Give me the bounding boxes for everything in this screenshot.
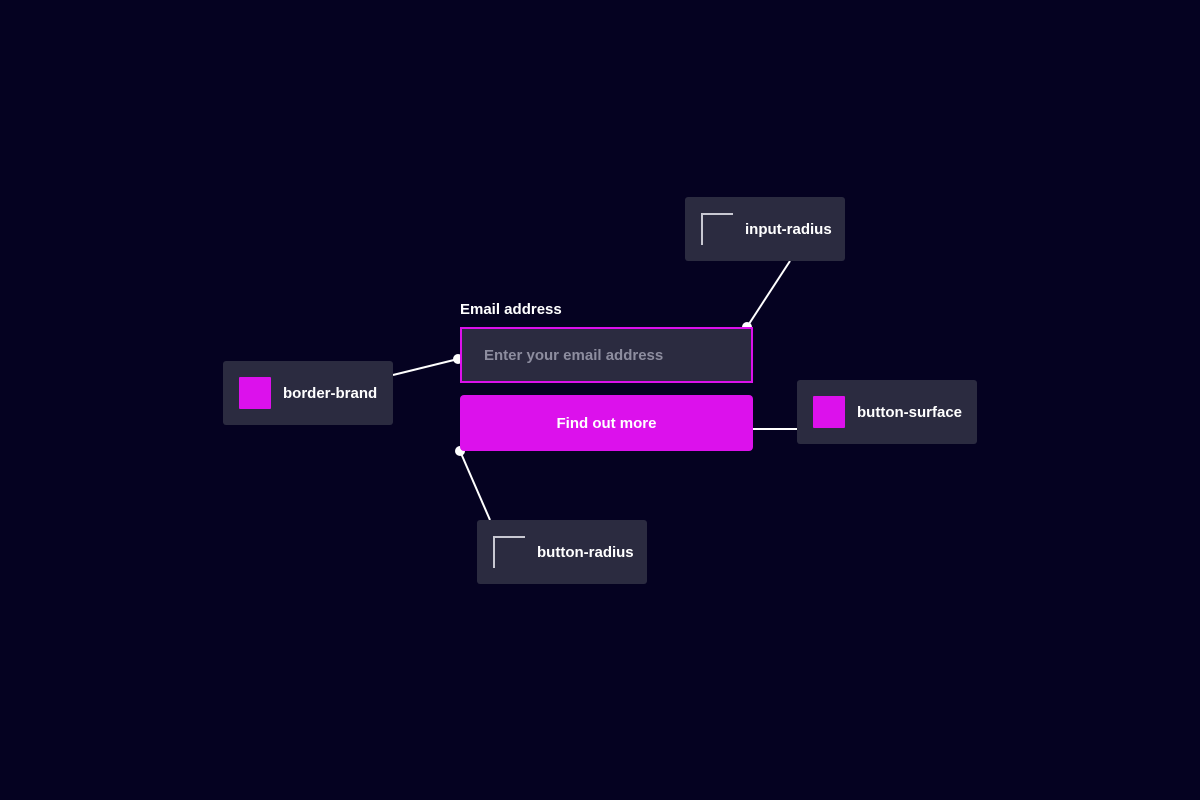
token-card-button-surface: button-surface: [797, 380, 977, 444]
token-card-input-radius: input-radius: [685, 197, 845, 261]
color-swatch-icon: [813, 396, 845, 428]
connector-button-radius: [459, 450, 491, 521]
color-swatch-icon: [239, 377, 271, 409]
token-name: button-radius: [537, 543, 634, 561]
corner-radius-icon: [493, 536, 525, 568]
token-name: border-brand: [283, 384, 378, 402]
token-name: button-surface: [857, 403, 962, 421]
corner-radius-icon: [701, 213, 733, 245]
email-field-label: Email address: [460, 301, 562, 318]
connector-border-brand: [392, 358, 459, 376]
token-card-button-radius: button-radius: [477, 520, 647, 584]
connector-input-radius: [746, 260, 791, 328]
token-card-border-brand: border-brand: [223, 361, 393, 425]
find-out-more-button[interactable]: Find out more: [460, 395, 753, 451]
email-field[interactable]: [460, 327, 753, 383]
token-name: input-radius: [745, 220, 832, 238]
